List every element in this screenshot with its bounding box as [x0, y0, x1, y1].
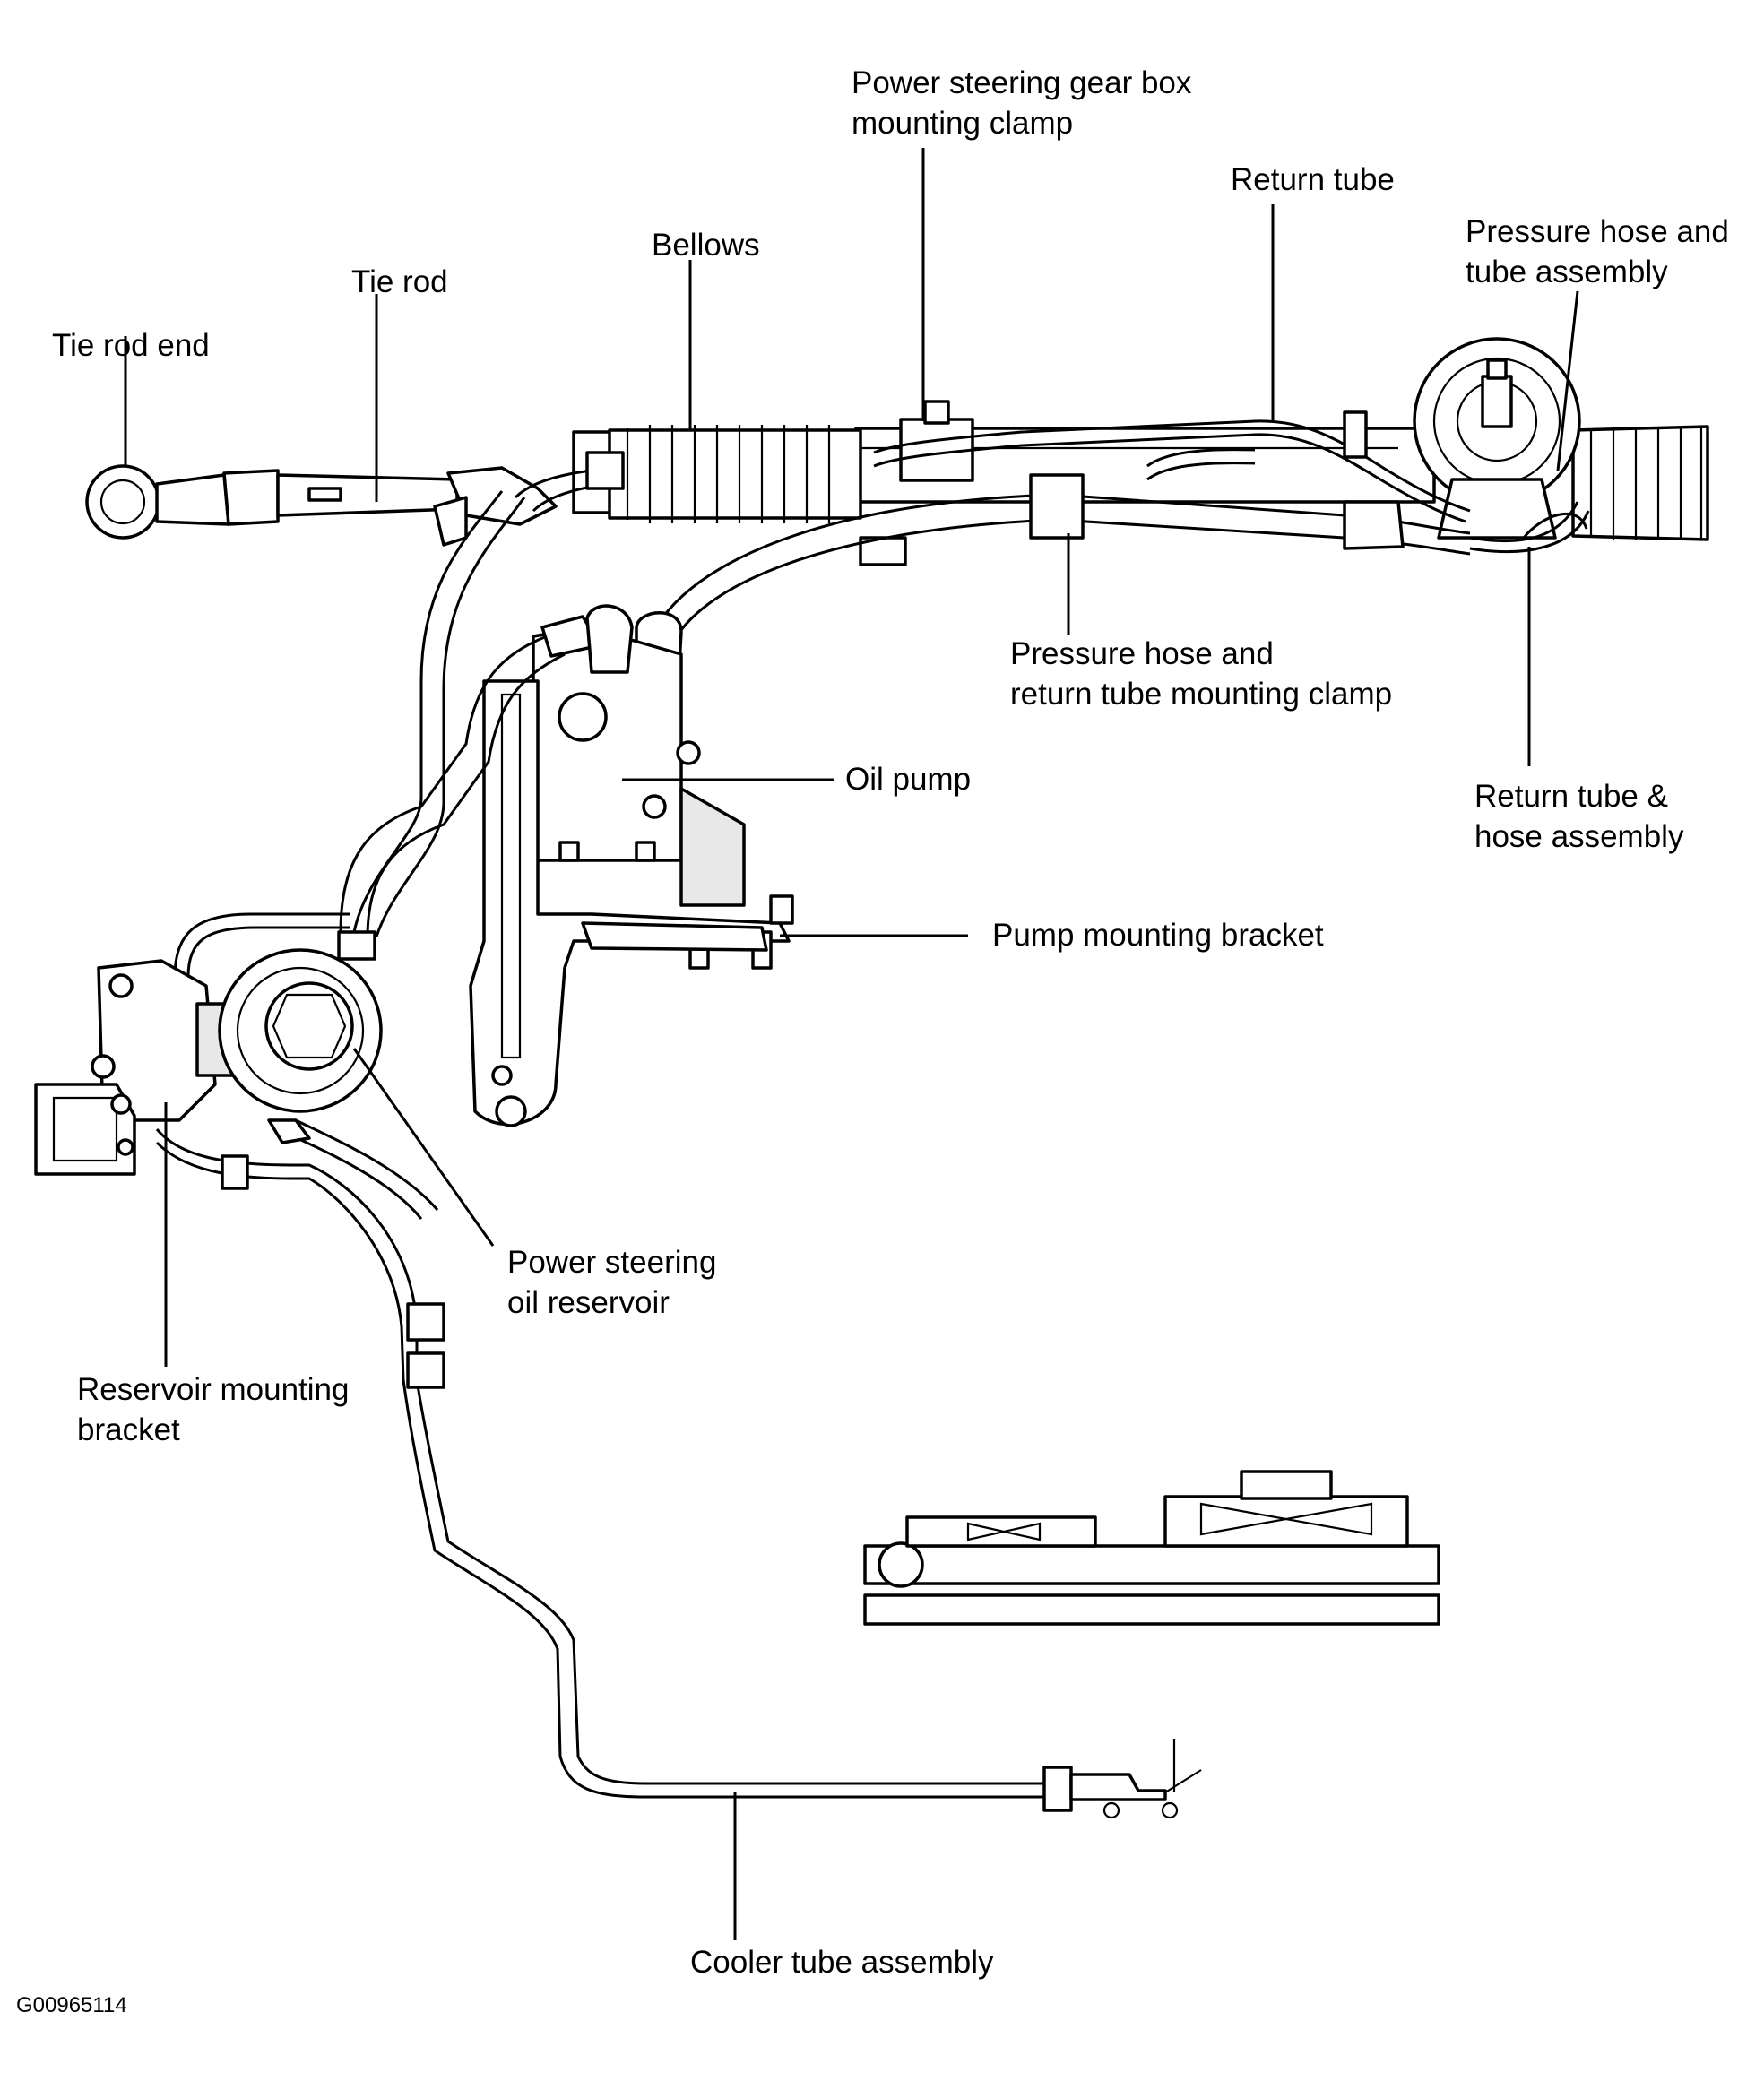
label-tie-rod: Tie rod	[351, 262, 448, 302]
pump-bracket	[469, 679, 794, 1127]
label-pressure-hose-tube-line1: Pressure hose and	[1466, 214, 1729, 249]
figure-id: G00965114	[16, 1993, 127, 2017]
return-tube-hose	[1469, 501, 1590, 554]
label-cooler-tube: Cooler tube assembly	[690, 1942, 994, 1982]
reservoir-bracket	[34, 1083, 136, 1176]
leader-lines	[124, 148, 1579, 1940]
oil-pump	[532, 604, 746, 907]
gear-box-clamp	[859, 400, 974, 566]
return-tube	[873, 410, 1471, 523]
label-pressure-hose-clamp-line1: Pressure hose and	[1010, 636, 1274, 671]
label-pump-bracket-line1: Pump mounting bracket	[992, 918, 1324, 953]
label-pressure-hose-tube-line2: tube assembly	[1466, 255, 1668, 289]
label-gear-box-clamp-line2: mounting clamp	[852, 106, 1074, 141]
label-reservoir-bracket-line2: bracket	[77, 1412, 180, 1447]
radiator-schematic	[863, 1470, 1440, 1626]
label-return-tube-line1: Return tube	[1231, 162, 1395, 197]
label-reservoir: Power steering oil reservoir	[507, 1242, 716, 1323]
label-pressure-hose-clamp-line2: return tube mounting clamp	[1010, 677, 1393, 712]
label-tie-rod-line1: Tie rod	[351, 264, 448, 299]
label-pressure-hose-clamp: Pressure hose and return tube mounting c…	[1010, 634, 1392, 714]
label-return-tube-hose-line1: Return tube &	[1474, 779, 1668, 814]
cooler-tube	[155, 1118, 1202, 1819]
bellows-left	[608, 425, 862, 523]
label-reservoir-bracket-line1: Reservoir mounting	[77, 1372, 350, 1407]
label-cooler-tube-line1: Cooler tube assembly	[690, 1945, 994, 1980]
label-gear-box-clamp: Power steering gear box mounting clamp	[852, 63, 1191, 143]
label-reservoir-bracket: Reservoir mounting bracket	[77, 1369, 349, 1450]
label-return-tube-hose-line2: hose assembly	[1474, 819, 1684, 854]
label-oil-pump: Oil pump	[845, 759, 971, 799]
pinion-valve-housing	[1413, 337, 1581, 540]
label-reservoir-line2: oil reservoir	[507, 1285, 670, 1320]
supply-hose	[337, 635, 566, 961]
oil-reservoir	[91, 948, 383, 1122]
label-reservoir-line1: Power steering	[507, 1245, 717, 1280]
reservoir-return-line	[173, 912, 350, 978]
tie-rod	[85, 464, 558, 547]
label-bellows: Bellows	[652, 225, 760, 265]
label-gear-box-clamp-line1: Power steering gear box	[852, 65, 1192, 100]
bellows-right	[1571, 425, 1709, 541]
label-bellows-line1: Bellows	[652, 228, 760, 263]
label-return-tube: Return tube	[1231, 160, 1395, 200]
label-return-tube-hose: Return tube & hose assembly	[1474, 776, 1683, 857]
label-tie-rod-end-line1: Tie rod end	[52, 328, 210, 363]
label-pump-bracket: Pump mounting bracket	[992, 915, 1324, 955]
label-oil-pump-line1: Oil pump	[845, 762, 972, 797]
label-tie-rod-end: Tie rod end	[52, 325, 210, 366]
label-pressure-hose-tube: Pressure hose and tube assembly	[1466, 212, 1729, 292]
